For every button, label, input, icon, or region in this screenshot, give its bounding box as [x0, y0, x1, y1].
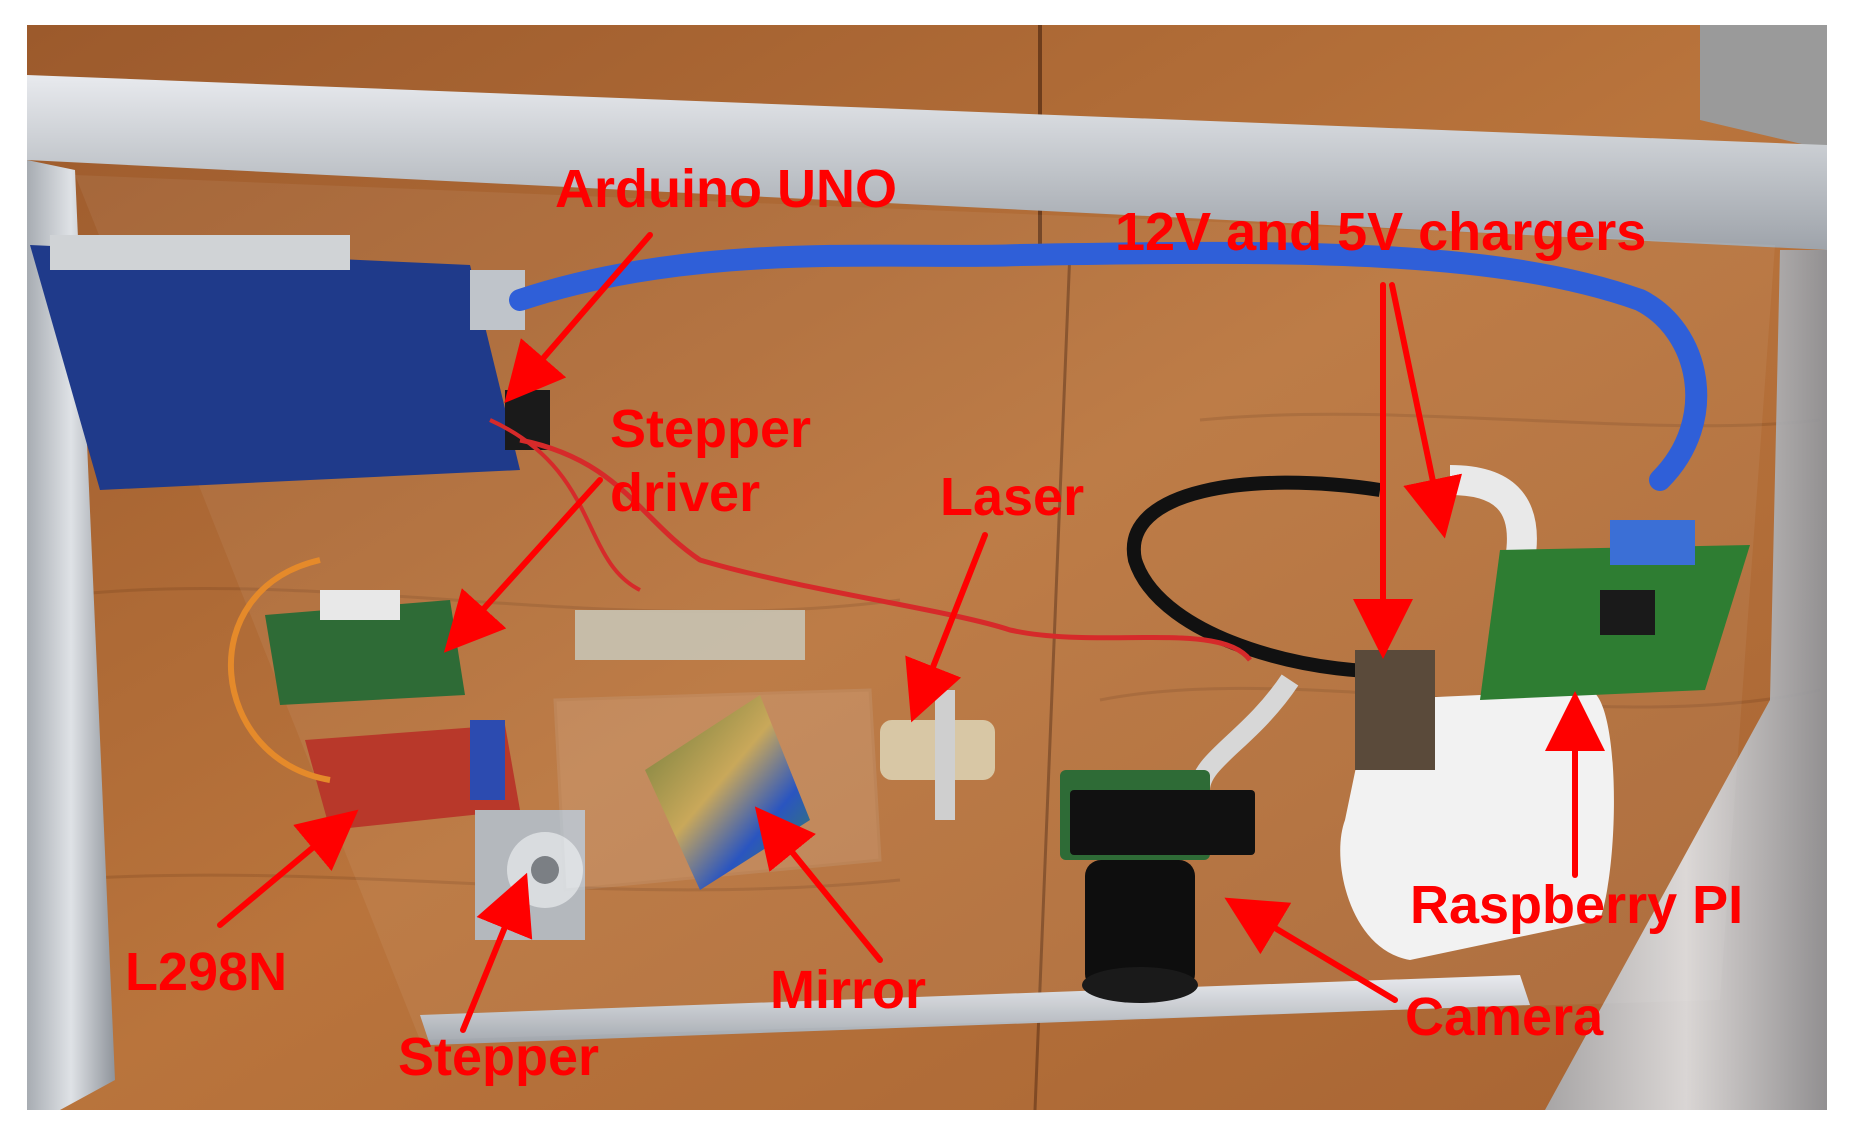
raspberry-pi-board — [1480, 520, 1750, 700]
label-stepper-driver-line2: driver — [610, 462, 761, 523]
arrow-arduino — [504, 232, 653, 404]
arduino-board — [30, 235, 550, 490]
usb-cable — [509, 241, 1708, 491]
stepper-driver-board — [265, 590, 465, 705]
annotation-arrows — [217, 232, 1605, 1033]
power-cable — [1126, 475, 1421, 679]
label-raspberry-pi: Raspberry PI — [1410, 875, 1744, 935]
label-laser: Laser — [940, 467, 1085, 527]
label-camera: Camera — [1405, 987, 1604, 1047]
arrow-chargers-2 — [1389, 282, 1463, 539]
arrow-l298n — [217, 809, 359, 928]
l298n-board — [305, 720, 520, 830]
arrow-mirror — [754, 806, 883, 963]
laser-module — [880, 690, 995, 820]
label-chargers: 12V and 5V chargers — [1115, 202, 1647, 262]
label-l298n: L298N — [125, 942, 288, 1002]
label-stepper-driver-line1: Stepper — [610, 399, 812, 459]
arrow-laser — [905, 532, 988, 723]
label-arduino-uno: Arduino UNO — [555, 159, 897, 219]
frame-top-bar — [27, 75, 1827, 250]
camera — [1060, 770, 1255, 1003]
label-stepper-driver: Stepper driver — [610, 398, 811, 525]
label-mirror: Mirror — [770, 960, 927, 1020]
label-stepper: Stepper — [398, 1027, 600, 1087]
power-adapter — [1340, 650, 1614, 960]
arrow-stepper — [460, 872, 533, 1033]
frame-left-bar — [27, 160, 115, 1110]
arrow-stepper-driver — [443, 477, 603, 653]
frame-right-bar — [1545, 250, 1827, 1110]
arrow-camera — [1224, 897, 1398, 1003]
frame-bottom-bar — [420, 975, 1530, 1045]
photo-area — [27, 25, 1827, 1111]
